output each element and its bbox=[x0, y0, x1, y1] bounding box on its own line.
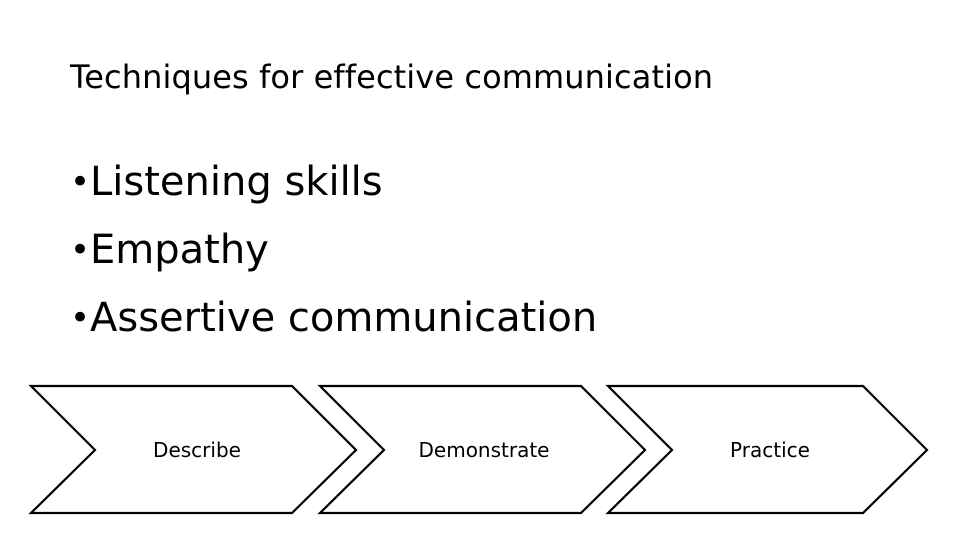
chevron-shape-step-3 bbox=[605, 384, 929, 515]
bullet-list: •Listening skills •Empathy •Assertive co… bbox=[70, 148, 910, 352]
bullet-marker-icon: • bbox=[70, 230, 91, 270]
list-item: •Empathy bbox=[70, 216, 910, 284]
bullet-marker-icon: • bbox=[70, 298, 91, 338]
chevron-shape-step-1 bbox=[28, 384, 358, 515]
bullet-text: Assertive communication bbox=[90, 295, 598, 341]
chevron-shape-step-2 bbox=[317, 384, 647, 515]
bullet-text: Listening skills bbox=[90, 159, 383, 205]
list-item: •Listening skills bbox=[70, 148, 910, 216]
chevron-label-step-2: Demonstrate bbox=[418, 438, 550, 462]
bullet-text: Empathy bbox=[90, 227, 269, 273]
chevron-label-step-1: Describe bbox=[153, 438, 241, 462]
slide-title: Techniques for effective communication bbox=[70, 58, 714, 96]
chevron-label-step-3: Practice bbox=[730, 438, 810, 462]
bullet-marker-icon: • bbox=[70, 162, 91, 202]
list-item: •Assertive communication bbox=[70, 284, 910, 352]
